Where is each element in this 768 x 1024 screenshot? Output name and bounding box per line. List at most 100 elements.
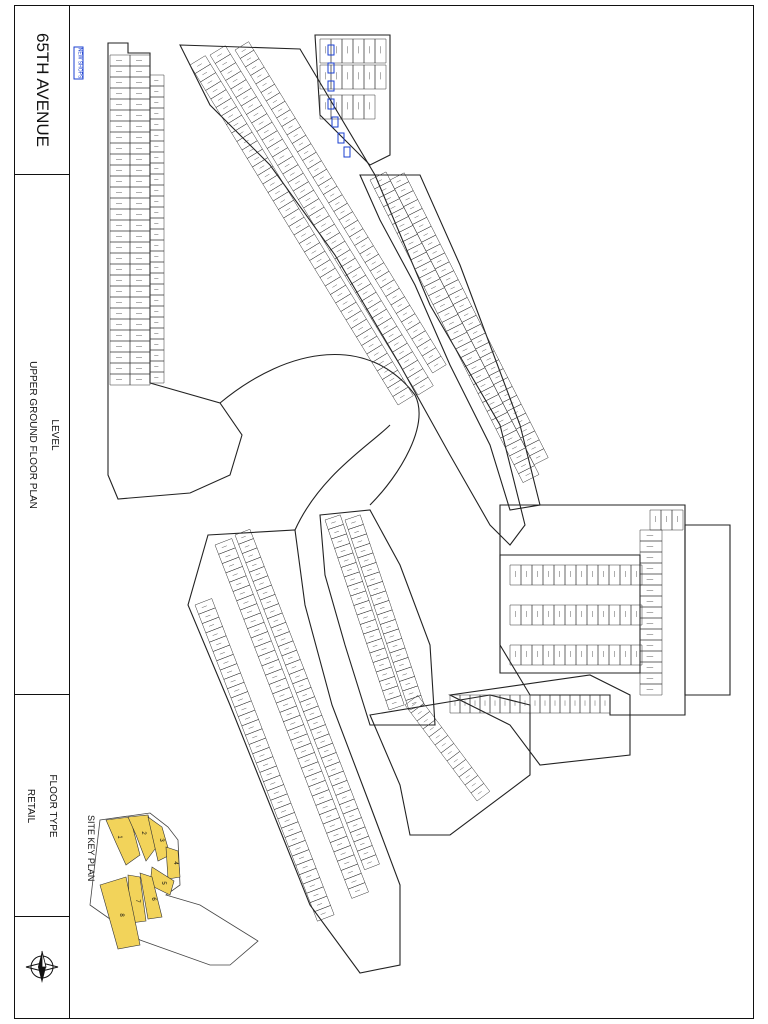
shop-label-mark [379, 606, 385, 609]
shop-label-mark [481, 349, 487, 352]
shop-label-mark [427, 242, 433, 245]
shop-label-mark [244, 717, 251, 720]
shop-label-mark [252, 735, 258, 739]
shop-label-mark [302, 865, 308, 869]
shop-label-mark [207, 80, 213, 84]
shop-label-mark [322, 805, 328, 809]
shop-label-mark [352, 824, 358, 827]
south-east-shop-row [404, 695, 491, 802]
shop-label-mark [344, 861, 350, 865]
shop-label-mark [197, 63, 202, 67]
shop-label-mark [274, 146, 280, 151]
shop-label-mark [356, 833, 362, 836]
shop-label-mark [448, 321, 454, 325]
shop-label-mark [293, 731, 299, 734]
shop-label-mark [495, 375, 500, 379]
key-plan-block-label: 3 [158, 838, 164, 842]
shop-label-mark [335, 202, 340, 205]
shop-label-mark [241, 707, 247, 711]
shop-label-mark [320, 912, 326, 915]
shop-label-mark [454, 295, 460, 299]
shop-label-mark [243, 95, 248, 100]
shop-label-mark [306, 241, 312, 246]
shop-label-mark [316, 731, 322, 734]
shop-unit [360, 854, 380, 871]
shop-unit [518, 465, 540, 483]
shop-label-mark [511, 446, 517, 450]
shop-label-mark [428, 355, 434, 358]
shop-label-mark [277, 629, 282, 632]
shop-label-mark [208, 624, 215, 627]
shop-label-mark [282, 703, 289, 706]
shop-label-mark [243, 601, 249, 604]
shop-label-mark [337, 540, 343, 543]
legend-new-shops: NEW SHOPS [73, 46, 84, 80]
shop-label-mark [367, 299, 373, 304]
shop-label-mark [239, 592, 245, 595]
shop-label-mark [388, 333, 394, 338]
south-service-shop-row [449, 694, 611, 714]
shop-label-mark [233, 122, 239, 127]
shop-label-mark [269, 610, 275, 613]
shop-unit [374, 64, 387, 90]
west-upper-wing [107, 42, 243, 500]
shop-label-mark [268, 666, 274, 669]
shop-label-mark [390, 206, 396, 209]
shop-label-mark [350, 227, 356, 231]
shop-label-mark [411, 703, 416, 707]
shop-label-mark [334, 530, 339, 533]
shop-unit [630, 644, 643, 666]
shop-label-mark [371, 261, 376, 265]
shop-label-mark [230, 679, 236, 683]
diagonal-east-shop-row [234, 41, 447, 374]
west-outer-shop-row [109, 54, 131, 386]
court-mid-shop-row [509, 604, 643, 626]
shop-label-mark [386, 625, 391, 628]
new-shop-marker [327, 62, 335, 74]
shop-label-mark [441, 743, 446, 747]
shop-label-mark [273, 619, 279, 622]
shop-label-mark [383, 325, 389, 329]
shop-label-mark [379, 360, 384, 365]
shop-label-mark [369, 635, 375, 638]
shop-label-mark [205, 614, 211, 618]
shop-label-mark [310, 206, 316, 210]
shop-label-mark [387, 287, 392, 290]
shop-label-mark [298, 856, 305, 859]
key-plan-block-8 [99, 876, 141, 950]
shop-label-mark [356, 597, 362, 600]
new-shop-marker [331, 116, 339, 128]
legend-tag-text: NEW SHOPS [77, 48, 83, 79]
shop-label-mark [277, 800, 283, 804]
shop-label-mark [353, 587, 359, 590]
project-name: 65TH AVENUE [33, 32, 52, 147]
shop-label-mark [383, 616, 388, 619]
shop-label-mark [363, 616, 368, 619]
south-service-block [448, 674, 631, 766]
shop-label-mark [262, 763, 269, 766]
shop-label-mark [489, 401, 495, 405]
shop-label-mark [345, 805, 351, 808]
shop-label-mark [303, 151, 309, 154]
shop-unit [363, 94, 376, 120]
shop-label-mark [326, 231, 332, 236]
shop-label-mark [444, 312, 450, 316]
shop-label-mark [423, 719, 428, 723]
shop-label-mark [378, 316, 384, 321]
key-plan-block-label: 2 [140, 831, 146, 835]
shop-label-mark [399, 350, 404, 355]
shop-label-mark [430, 286, 436, 289]
shop-label-mark [222, 61, 228, 66]
shop-label-mark [298, 684, 304, 687]
shop-label-mark [219, 652, 225, 655]
key-plan-block-label: 1 [116, 835, 122, 839]
east-upper-inner-shop-row [389, 172, 549, 466]
shop-label-mark [516, 455, 522, 459]
shop-label-mark [513, 411, 518, 414]
shop-label-mark [264, 173, 270, 178]
shop-label-mark [295, 847, 301, 850]
shop-label-mark [275, 685, 281, 688]
shop-label-mark [445, 277, 451, 281]
shop-label-mark [414, 215, 419, 219]
shop-label-mark [372, 644, 378, 647]
